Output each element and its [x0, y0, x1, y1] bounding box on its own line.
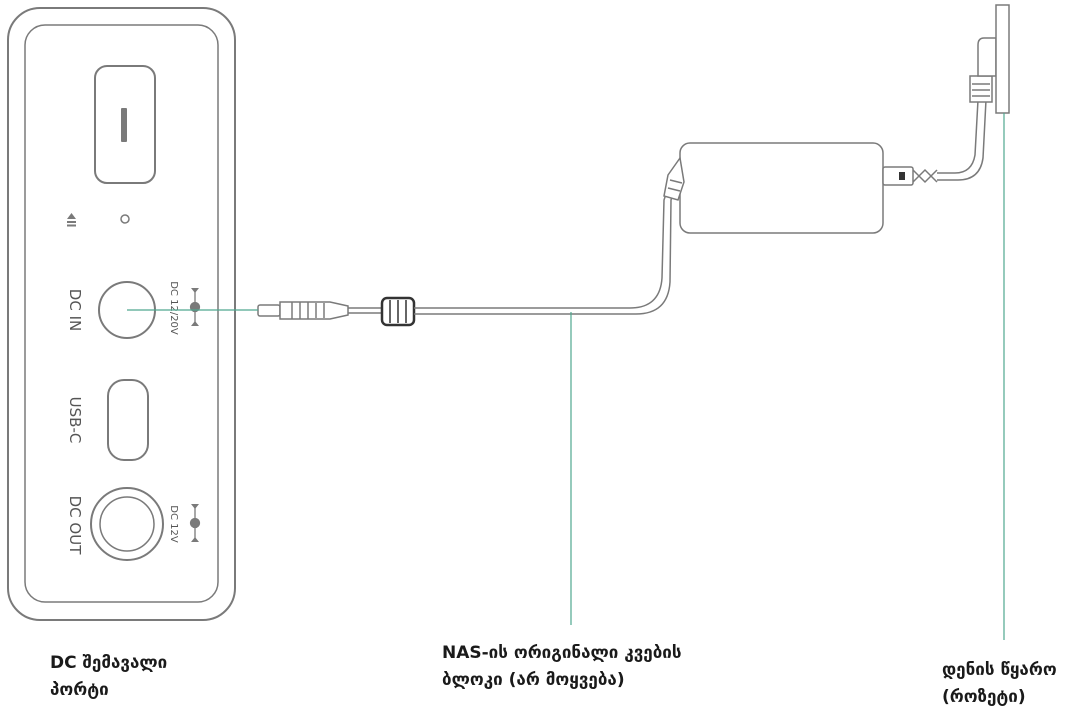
- caption-outlet-line2: (როზეტი): [942, 687, 1026, 707]
- polarity-icon: [189, 288, 201, 326]
- adapter-ac-connector: [882, 166, 914, 186]
- reset-pinhole-icon: [120, 214, 130, 224]
- wall-plug: [969, 75, 993, 103]
- adapter-body: [679, 142, 884, 234]
- polarity-icon: [189, 504, 201, 542]
- caption-adapter-line1: NAS-ის ორიგინალი კვების: [442, 643, 682, 663]
- caption-adapter-line2: ბლოკი (არ მოყვება): [442, 670, 625, 690]
- dc-out-label: DC OUT: [66, 496, 84, 556]
- dc-in-label: DC IN: [66, 289, 84, 331]
- caption-dc-input-line1: DC შემავალი: [50, 653, 168, 673]
- caption-dc-input-line2: პორტი: [50, 680, 109, 700]
- dc-plug-tip: [257, 304, 281, 317]
- dc-out-port-inner: [99, 496, 155, 552]
- usb-c-port: [107, 379, 149, 461]
- dc-out-rating-label: DC 12V: [168, 505, 179, 543]
- caption-outlet-line1: დენის წყარო: [942, 660, 1057, 680]
- eject-icon: [67, 213, 76, 227]
- nas-device: [7, 7, 236, 621]
- adapter-strain-relief-left: [663, 156, 685, 201]
- caption-adapter: NAS-ის ორიგინალი კვების ბლოკი (არ მოყვებ…: [442, 640, 682, 694]
- caption-outlet: დენის წყარო (როზეტი): [942, 657, 1057, 711]
- wall-outlet: [995, 4, 1010, 114]
- dc-plug-body: [279, 301, 349, 320]
- dc-in-rating-label: DC 12/20V: [168, 281, 179, 335]
- dc-out-port: [90, 487, 164, 561]
- ac-cable: [937, 37, 997, 181]
- dc-cable: [257, 175, 679, 327]
- wall-plug-head: [977, 37, 997, 77]
- leader-lines: [127, 113, 1005, 640]
- device-outer-body: [7, 7, 236, 621]
- usb-c-label: USB-C: [66, 397, 84, 444]
- power-adapter: [663, 142, 938, 234]
- drive-bay: [94, 65, 156, 184]
- caption-dc-input: DC შემავალი პორტი: [50, 650, 167, 704]
- drive-bay-slot: [121, 108, 127, 142]
- device-inner-panel: [24, 24, 219, 603]
- adapter-output-cable: [414, 175, 673, 309]
